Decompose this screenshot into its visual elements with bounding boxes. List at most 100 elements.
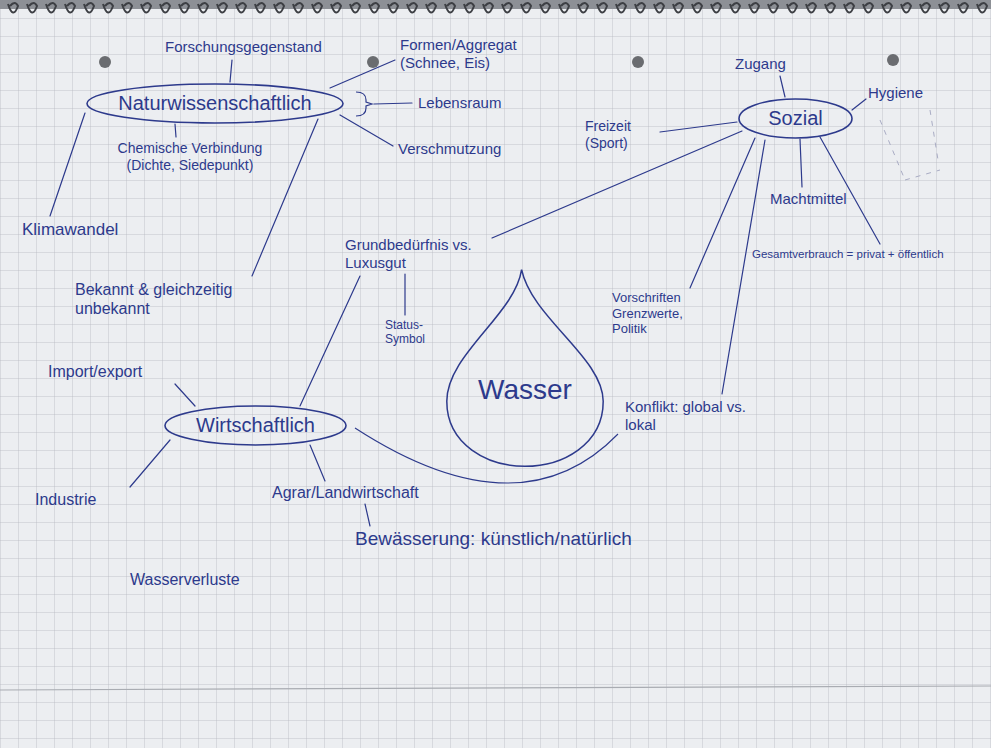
spiral-ring [103,3,113,13]
note-label: Vorschriften Grenzwerte, Politik [612,290,707,337]
topic-ellipse: Sozial [738,98,853,139]
note-label: Lebensraum [418,94,501,112]
drop-path [447,270,603,467]
spiral-ring [844,3,854,13]
spiral-ring [198,3,208,13]
punch-hole [887,54,899,66]
spiral-ring [749,3,759,13]
leader-lines [50,60,940,526]
leader-line [690,138,755,288]
spiral-ring [502,3,512,13]
node-text-group: Sozial [768,107,822,130]
leader-line [780,76,785,97]
note-label: Klimawandel [22,220,118,240]
spiral-ring [255,3,265,13]
spiral-ring [445,3,455,13]
spiral-ring [160,3,170,13]
note-label: Hygiene [868,84,923,102]
spiral-ring [863,3,873,13]
leader-line [50,113,85,216]
spiral-ring [122,3,132,13]
note-label: Industrie [35,490,96,509]
note-label: Bekannt & gleichzeitig unbekannt [75,280,270,318]
leader-line [722,140,765,394]
node-text-group: Wasser [478,374,572,406]
spiral-ring [141,3,151,13]
leader-line [852,99,866,110]
spiral-ring [293,3,303,13]
node-text-group: Naturwissenschaftlich [118,92,311,115]
spiral-ring [179,3,189,13]
spiral-ring [692,3,702,13]
ellipse-path [739,99,852,138]
spiral-ring [369,3,379,13]
spiral-ring [559,3,569,13]
spiral-ring [901,3,911,13]
spiral-ring [768,3,778,13]
spiral-ring [236,3,246,13]
spiral-ring [331,3,341,13]
spiral-ring [84,3,94,13]
water-drop: Wasser [440,268,610,468]
topic-ellipse: Naturwissenschaftlich [86,83,344,124]
note-label: Wasserverluste [130,570,240,589]
spiral-ring [388,3,398,13]
node-title: Wasser [478,374,572,406]
spiral-ring [578,3,588,13]
spiral-ring [540,3,550,13]
spiral-ring [787,3,797,13]
node-title: Naturwissenschaftlich [118,92,311,115]
sketch-line [880,120,905,180]
leader-line [300,276,360,406]
node-title: Wirtschaftlich [196,414,315,437]
spiral-ring [350,3,360,13]
note-label: Freizeit (Sport) [585,118,655,152]
leader-line [660,122,737,132]
sketch-line [905,170,940,180]
note-label: Machtmittel [770,190,847,208]
note-label: Chemische Verbindung (Dichte, Siedepunkt… [100,140,280,174]
spiral-ring [806,3,816,13]
leader-line [175,124,176,137]
spiral-ring [407,3,417,13]
spiral-ring [977,3,987,13]
spiral-ring [958,3,968,13]
spiral-ring [65,3,75,13]
note-label: Import/export [48,362,142,381]
spiral-rings [8,3,987,13]
spiral-ring [654,3,664,13]
note-label: Verschmutzung [398,140,501,158]
binding-strip [0,0,991,9]
spiral-ring [597,3,607,13]
leader-line [340,115,393,146]
leader-line [365,504,370,526]
leader-line [355,428,618,483]
spiral-ring [521,3,531,13]
spiral-ring [939,3,949,13]
leader-line [175,384,195,406]
note-label: Konflikt: global vs. lokal [625,398,765,434]
sketch-line [930,110,938,160]
drop-outline [440,268,610,468]
ellipse-path [87,84,343,123]
leader-line [230,60,232,82]
node-title: Sozial [768,107,822,130]
note-label: Forschungsgegenstand [165,38,322,56]
note-label: Grundbedürfnis vs. Luxusgut [345,236,495,272]
leader-line [130,440,170,487]
spiral-ring [730,3,740,13]
spiral-ring [312,3,322,13]
note-label: Agrar/Landwirtschaft [272,483,419,502]
note-label: Zugang [735,55,786,73]
spiral-ring [616,3,626,13]
leader-line [800,139,802,187]
punch-hole [99,56,111,68]
spiral-ring [483,3,493,13]
spiral-ring [673,3,683,13]
page-edge [0,686,991,690]
punch-hole [632,56,644,68]
note-label: Gesamtverbrauch = privat + öffentlich [752,248,944,262]
